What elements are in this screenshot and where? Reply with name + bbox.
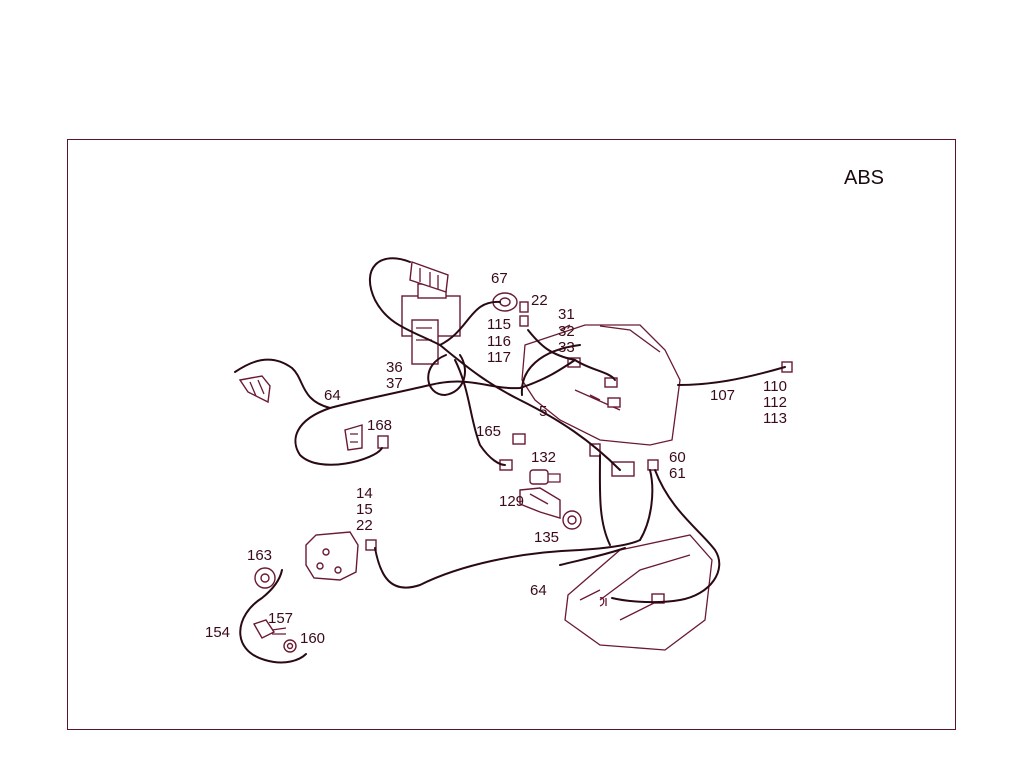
callout-110: 110 (763, 378, 787, 395)
engine-cover (521, 324, 681, 446)
hydraulic-unit (401, 283, 461, 365)
callout-163: 163 (247, 547, 272, 564)
callout-60: 60 (669, 449, 686, 466)
callout-32: 32 (558, 323, 575, 340)
callout-129: 129 (499, 493, 524, 510)
callout-15: 15 (356, 501, 373, 518)
callout-160: 160 (300, 630, 325, 647)
callout-154: 154 (205, 624, 230, 641)
callout-157: 157 (268, 610, 293, 627)
bracket-129 (519, 487, 561, 519)
callout-22-lower: 22 (356, 517, 373, 534)
callout-67: 67 (491, 270, 508, 287)
callout-168: 168 (367, 417, 392, 434)
callout-14: 14 (356, 485, 373, 502)
oil-pan (564, 534, 713, 651)
callout-132: 132 (531, 449, 556, 466)
bolt-157 (252, 619, 287, 639)
diagram-frame (67, 139, 956, 730)
callout-165: 165 (476, 423, 501, 440)
relay-connector (409, 261, 449, 293)
callout-113: 113 (763, 410, 787, 427)
callout-115: 115 (487, 316, 511, 333)
sensor-bracket-left (238, 375, 363, 451)
control-module (305, 531, 359, 581)
callout-116: 116 (487, 333, 511, 350)
callout-107: 107 (710, 387, 735, 404)
callout-135: 135 (534, 529, 559, 546)
system-label: ABS (844, 167, 884, 189)
callout-37: 37 (386, 375, 403, 392)
wiring-harness (234, 257, 786, 664)
callout-117: 117 (487, 349, 511, 366)
bolt-132 (529, 469, 561, 485)
washer-163 (254, 567, 276, 589)
grommet-67 (492, 292, 518, 312)
callout-112: 112 (763, 394, 787, 411)
callout-36: 36 (386, 359, 403, 376)
callout-33: 33 (558, 339, 575, 356)
callout-31: 31 (558, 306, 575, 323)
callout-22: 22 (531, 292, 548, 309)
callout-61: 61 (669, 465, 686, 482)
washer-160 (283, 639, 297, 653)
nut-135 (562, 510, 582, 530)
callout-5: 5 (539, 403, 547, 420)
callout-64-lower: 64 (530, 582, 547, 599)
callout-64-upper: 64 (324, 387, 341, 404)
